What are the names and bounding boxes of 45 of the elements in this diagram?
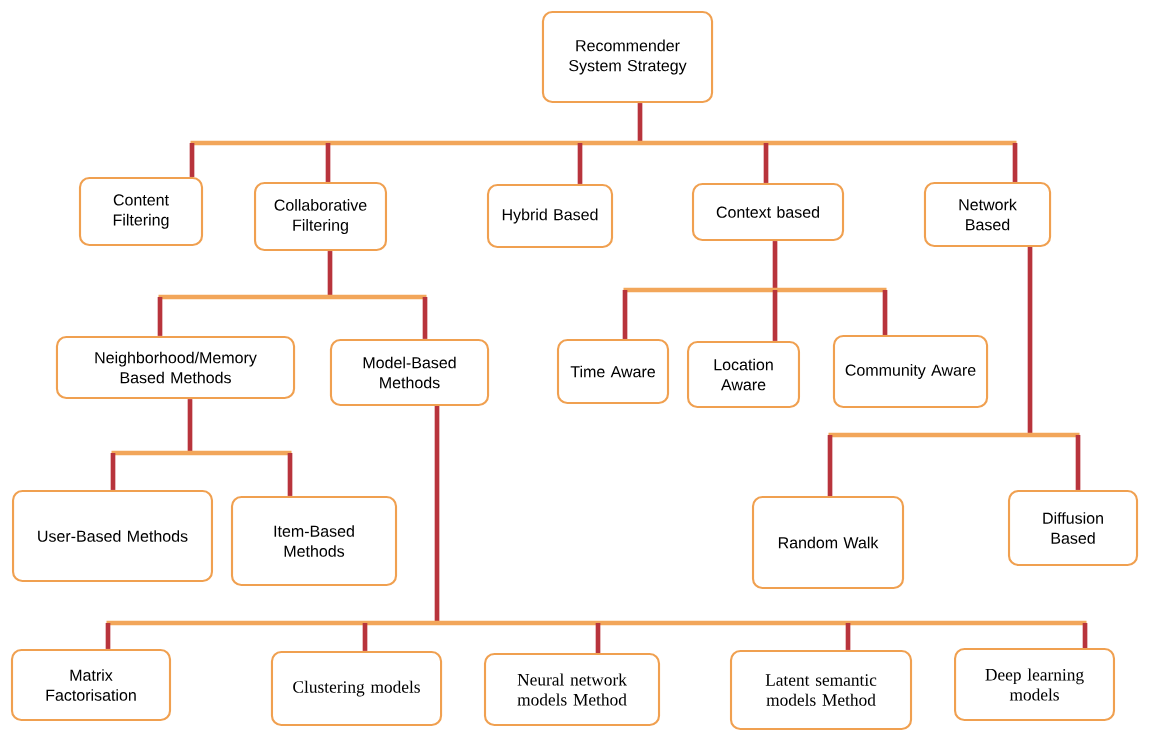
tree-connector <box>845 623 851 650</box>
category-box: Community Aware <box>832 334 989 409</box>
tree-connector <box>577 143 583 184</box>
category-box: User-Based Methods <box>11 489 214 583</box>
tree-connector <box>882 290 888 335</box>
tree-connector <box>189 143 195 177</box>
tree-connector <box>110 453 116 490</box>
tree-connector <box>325 143 331 182</box>
category-box: Content Filtering <box>78 176 204 247</box>
tree-connector <box>362 623 368 651</box>
category-box: Context based <box>691 182 845 242</box>
category-box: Diffusion Based <box>1007 489 1139 567</box>
tree-trunk <box>158 251 427 300</box>
tree-connector <box>422 297 428 339</box>
tree-connector <box>763 143 769 183</box>
tree-connector <box>827 435 833 496</box>
tree-connector <box>287 453 293 496</box>
tree-connector <box>772 290 778 341</box>
category-box: Time Aware <box>556 338 670 405</box>
category-box: Hybrid Based <box>486 183 614 249</box>
tree-trunk <box>111 399 292 456</box>
tree-connector <box>105 623 111 649</box>
tree-trunk <box>828 247 1080 438</box>
category-box: Item-Based Methods <box>230 495 398 587</box>
tree-connector <box>1075 435 1081 490</box>
category-box: Location Aware <box>687 340 801 409</box>
category-box: Matrix Factorisation <box>10 648 172 722</box>
tree-connector <box>1082 623 1088 648</box>
tree-connector <box>157 297 163 336</box>
tree-trunk <box>190 103 1017 146</box>
category-box: Deep learning models <box>954 647 1116 722</box>
category-box: Random Walk <box>751 495 905 590</box>
category-box: Collaborative Filtering <box>253 181 388 252</box>
category-box: Clustering models <box>270 650 443 727</box>
tree-connector <box>1012 143 1018 182</box>
tree-connector <box>595 623 601 653</box>
category-box: Neural network models Method <box>483 652 661 727</box>
category-box: Latent semantic models Method <box>729 649 913 731</box>
category-box: Neighborhood/Memory Based Methods <box>55 335 296 400</box>
tree-connector <box>622 290 628 339</box>
tree-trunk <box>106 406 1087 626</box>
category-box: Recommender System Strategy <box>541 10 714 104</box>
category-box: Network Based <box>923 181 1052 248</box>
tree-trunk <box>623 241 887 293</box>
category-box: Model-Based Methods <box>329 338 490 407</box>
